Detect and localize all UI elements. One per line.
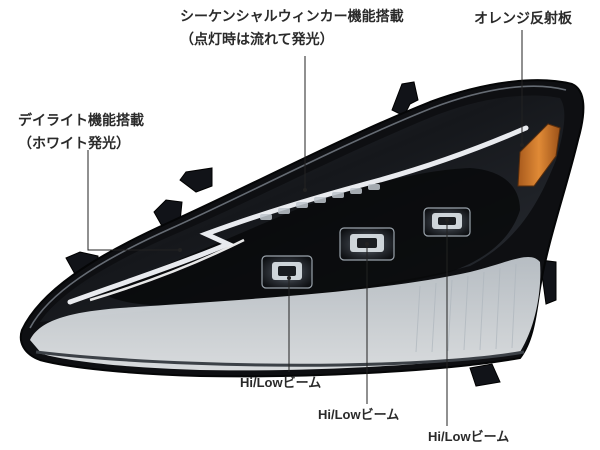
lower-trim bbox=[35, 350, 525, 367]
callout-hi-low-beam-3: Hi/Lowビーム bbox=[428, 429, 510, 444]
sequential-led-strip bbox=[260, 184, 380, 220]
callout-sequential-turn-line2: （点灯時は流れて発光） bbox=[180, 32, 334, 48]
lens-rim bbox=[29, 85, 567, 329]
mounting-brackets bbox=[65, 81, 557, 387]
leader-lines bbox=[87, 30, 523, 426]
leader-line-drl bbox=[87, 150, 180, 251]
drl-light-guide bbox=[67, 125, 529, 305]
callout-sequential-turn-line1: シーケンシャルウィンカー機能搭載 bbox=[180, 9, 404, 25]
lower-lens-ribs bbox=[415, 263, 517, 353]
lower-clear-lens bbox=[30, 256, 541, 371]
callout-orange-reflector: オレンジ反射板 bbox=[474, 11, 572, 27]
projector-module-1 bbox=[261, 255, 313, 289]
callout-daylight-line1: デイライト機能搭載 bbox=[18, 113, 144, 129]
callout-hi-low-beam-2: Hi/Lowビーム bbox=[318, 407, 400, 422]
callout-hi-low-beam-1: Hi/Lowビーム bbox=[240, 375, 322, 390]
leader-dots bbox=[178, 143, 524, 280]
callout-daylight-line2: （ホワイト発光） bbox=[18, 136, 130, 152]
drl-inner-line bbox=[89, 238, 245, 302]
orange-reflector bbox=[517, 123, 561, 187]
inner-cavity bbox=[100, 168, 520, 306]
